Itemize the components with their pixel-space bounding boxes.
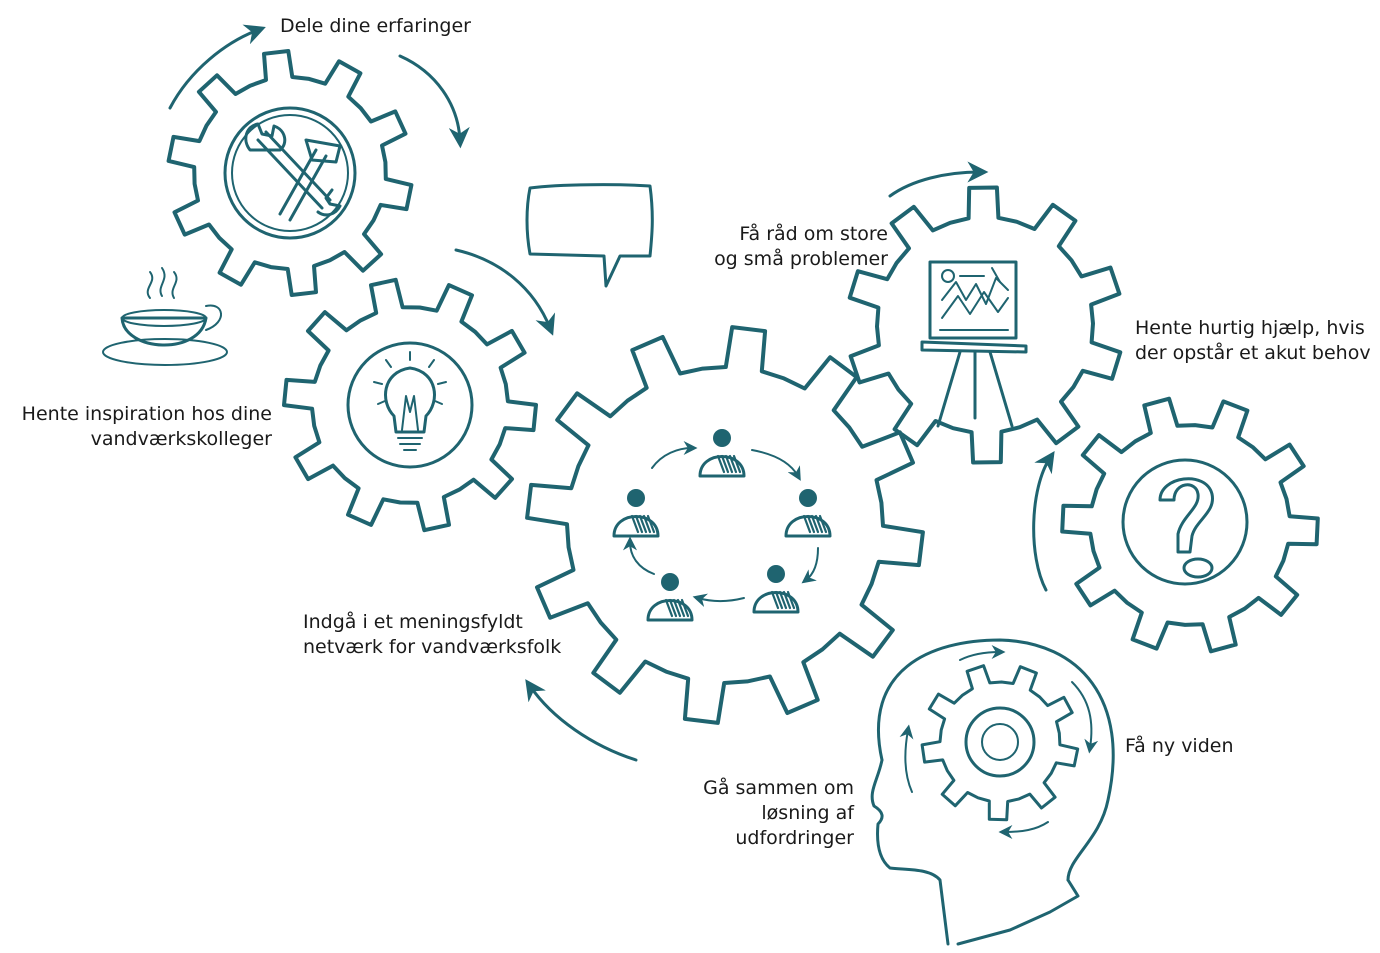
person-icon — [752, 565, 800, 614]
gear-question — [1060, 396, 1320, 654]
person-icon — [612, 489, 660, 538]
hammer-wrench-icon — [244, 122, 342, 222]
gear-network — [525, 325, 925, 725]
person-icon — [698, 429, 746, 478]
question-mark-icon — [1158, 477, 1214, 579]
speech-bubble-icon — [525, 183, 654, 288]
person-icon — [784, 489, 832, 538]
motion-arrows — [168, 24, 1055, 762]
head-gear-icon — [870, 638, 1115, 946]
person-icon — [646, 573, 694, 622]
label-ny-viden: Få ny viden — [1125, 735, 1234, 757]
chart-easel-icon — [920, 260, 1028, 428]
label-dele-erfaringer: Dele dine erfaringer — [280, 15, 471, 37]
gear-idea — [282, 277, 538, 533]
people-cycle-icon — [612, 429, 832, 622]
lightbulb-icon — [373, 351, 447, 451]
gear-chart — [847, 185, 1123, 465]
coffee-cup-icon — [102, 267, 228, 366]
